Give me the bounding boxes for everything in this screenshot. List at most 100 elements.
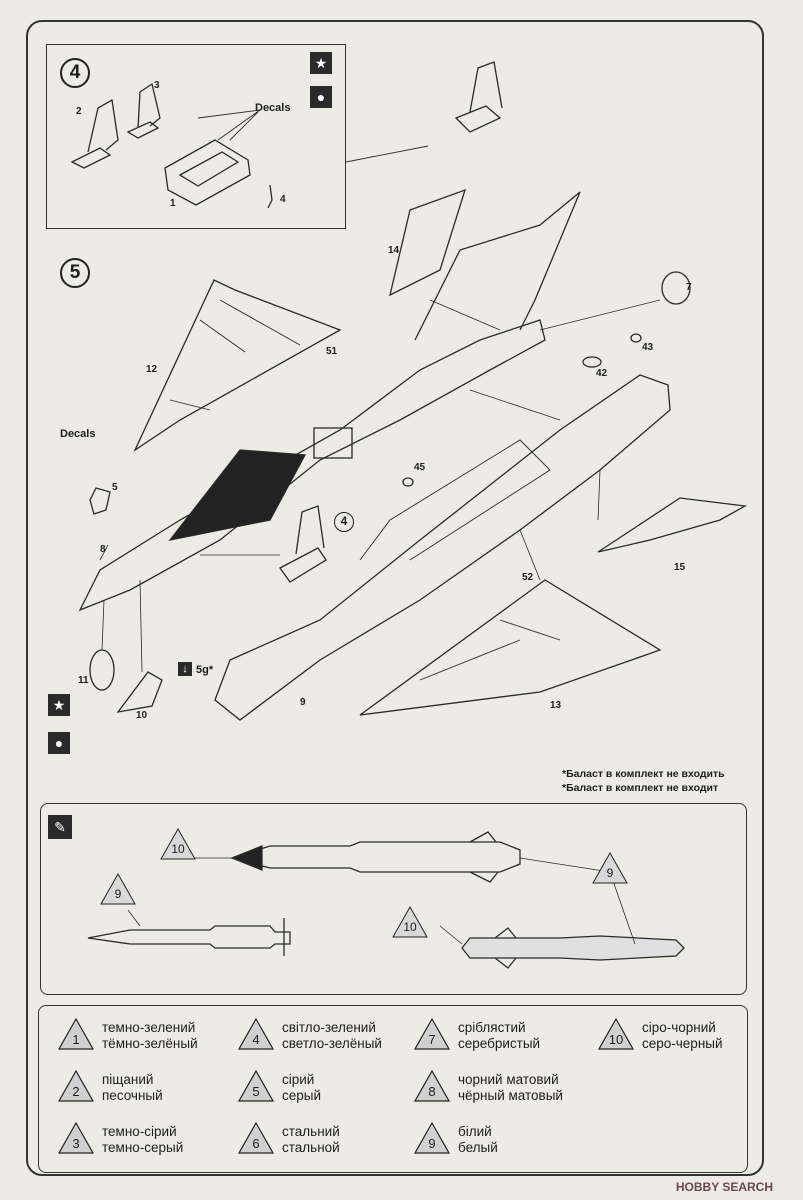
paint-number: 1 [72,1032,80,1047]
instruction-sheet [26,20,764,1176]
paint-drop-icon: ● [48,732,70,754]
step-4-badge: 4 [60,58,90,88]
part-label-51: 51 [326,346,338,357]
paint-name-ukrainian: сіро-чорний [642,1020,716,1035]
part-label-43: 43 [642,342,654,353]
paint-number: 6 [252,1136,260,1151]
part-label-11: 11 [78,675,89,686]
watermark: HOBBY SEARCH [675,1180,773,1194]
paint-name-ukrainian: світло-зелений [282,1020,376,1035]
step-5-badge: 5 [60,258,90,288]
paint-name-russian: серебристый [458,1036,541,1051]
part-45-drawing [402,477,414,487]
paint-name-russian: серо-черный [642,1036,723,1051]
paint-number: 8 [428,1084,436,1099]
paint-name-russian: светло-зелёный [282,1036,382,1051]
part-42-drawing [582,356,602,368]
nose-cone-drawing [116,671,163,713]
step4-part-2: 2 [76,106,82,117]
missile-callout-10-lower: 10 [392,906,428,938]
paint-number-triangle: 8 [413,1069,451,1102]
paint-number-triangle: 5 [237,1069,275,1102]
step5-decals-label: Decals [60,428,96,440]
lower-fuselage-drawing [214,374,671,721]
paint-brush-icon: ✎ [48,815,72,839]
seat-part-3-drawing [126,82,161,139]
paint-name-russian: белый [458,1140,498,1155]
step4-part-3: 3 [154,80,160,91]
paint-number-triangle: 1 [57,1017,95,1050]
part-label-12: 12 [146,364,158,375]
paint-number: 4 [252,1032,260,1047]
part-label-10: 10 [136,710,148,721]
part-label-15: 15 [674,562,686,573]
paint-name-ukrainian: білий [458,1124,492,1139]
paint-name-russian: темно-серый [102,1140,184,1155]
paint-number-triangle: 10 [597,1017,635,1050]
paint-name-russian: стальной [282,1140,340,1155]
star-icon: ★ [48,694,70,716]
cockpit-opening-fill [168,449,307,541]
paint-name-russian: чёрный матовый [458,1088,563,1103]
paint-name-russian: тёмно-зелёный [102,1036,198,1051]
step4-part-4: 4 [280,194,286,205]
cockpit-tub-drawing [164,139,251,206]
paint-number: 7 [428,1032,436,1047]
inset-seat-drawing [454,61,503,133]
decal-part-5-drawing [89,487,111,515]
paint-name-ukrainian: темно-зелений [102,1020,196,1035]
paint-legend-panel [38,1005,748,1173]
paint-number-triangle: 7 [413,1017,451,1050]
paint-number-triangle: 6 [237,1121,275,1154]
missile-lower-left-drawing [87,918,291,956]
part-label-42: 42 [596,368,608,379]
missile-callout-10-upper: 10 [160,828,196,860]
paint-name-ukrainian: чорний матовий [458,1072,559,1087]
intake-ring-part-11-drawing [89,649,115,691]
paint-name-ukrainian: сірий [282,1072,315,1087]
part-label-9: 9 [300,697,306,708]
paint-name-ukrainian: сріблястий [458,1020,526,1035]
missile-upper-drawing [229,831,521,883]
paint-number: 2 [72,1084,80,1099]
paint-number-triangle: 9 [413,1121,451,1154]
paint-number: 5 [252,1084,260,1099]
seat-part-2-drawing [70,98,119,169]
control-stick-drawing [267,184,273,209]
paint-number-triangle: 2 [57,1069,95,1102]
missile-callout-9-left: 9 [100,873,136,905]
stabilizer-part-15-drawing [597,497,748,553]
paint-number-triangle: 4 [237,1017,275,1050]
tail-fin-part-14-drawing [389,188,467,297]
cockpit-block-drawing [313,427,353,459]
paint-number: 3 [72,1136,80,1151]
part-label-45: 45 [414,462,426,473]
paint-name-ukrainian: піщаний [102,1072,154,1087]
paint-name-russian: песочный [102,1088,163,1103]
exhaust-ring-part-7-drawing [661,271,691,305]
part-label-14: 14 [388,245,400,256]
step4-part-1: 1 [170,198,176,209]
paint-number: 10 [608,1032,624,1047]
paint-name-ukrainian: стальний [282,1124,340,1139]
ballast-note-russian: *Баласт в комплект не входит [562,782,719,794]
missile-lower-right-drawing [461,927,685,969]
paint-name-ukrainian: темно-сірий [102,1124,177,1139]
sub-step-4-ref: 4 [334,512,354,532]
missile-callout-9-right: 9 [592,852,628,884]
ballast-note-ukrainian: *Баласт в комплект не входить [562,768,725,780]
paint-drop-icon: ● [310,86,332,108]
tail-fin-drawing [414,191,581,341]
step-4-panel [46,44,346,229]
left-wing-drawing [133,279,342,452]
part-43-drawing [630,333,642,343]
star-icon: ★ [310,52,332,74]
part-label-13: 13 [550,700,562,711]
paint-number: 9 [428,1136,436,1151]
weight-down-arrow-icon: ↓ [178,662,192,676]
paint-name-russian: серый [282,1088,322,1103]
missile-painting-panel [40,803,747,995]
step4-decals-label: Decals [255,102,291,114]
part-label-8: 8 [100,544,106,555]
